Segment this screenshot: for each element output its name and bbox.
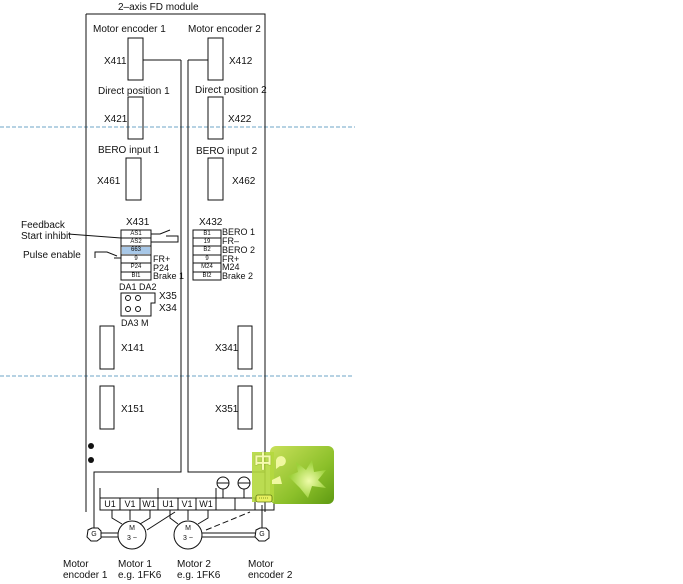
- motor1-label-line2: e.g. 1FK6: [118, 570, 162, 581]
- x432-note: BERO 2: [222, 245, 256, 255]
- x351-label: X351: [215, 404, 239, 415]
- x432-pin: BI2: [202, 273, 212, 279]
- connector-x351: [237, 385, 253, 430]
- power-terminal-u1: U1: [104, 499, 116, 509]
- x431-note: Brake 1: [153, 271, 185, 281]
- enc2-label-line2: encoder 2: [248, 570, 293, 581]
- connector-x141: [99, 325, 115, 370]
- motor1-label-line1: Motor 1: [118, 559, 152, 570]
- x421-label: X421: [104, 114, 128, 125]
- axis1-bero-label: BERO input 1: [98, 145, 160, 156]
- encoder-2-g: G: [259, 531, 265, 538]
- connector-x411: [127, 37, 144, 81]
- x432-note: M24: [222, 262, 240, 272]
- connector-x461: [125, 157, 142, 201]
- x422-label: X422: [228, 114, 252, 125]
- leaf-badge-icon: [252, 446, 334, 504]
- motor-2-phase: 3 ~: [183, 535, 193, 542]
- x431-pin: AS2: [130, 239, 142, 245]
- x431-pin: BI1: [131, 273, 141, 279]
- motor-1-phase: 3 ~: [127, 535, 137, 542]
- analog-terminal-block: [120, 292, 156, 317]
- x431-pin: 663: [130, 247, 141, 253]
- encoder-1-symbol: [86, 527, 102, 542]
- x432-label: X432: [199, 217, 223, 228]
- encoder-2-symbol: [254, 527, 270, 542]
- x432-pin: 9: [205, 256, 209, 262]
- da3-m-label: DA3 M: [121, 318, 149, 328]
- axis1-encoder-label: Motor encoder 1: [93, 24, 166, 35]
- motor-1-m: M: [129, 525, 135, 532]
- x432-pin: B1: [203, 231, 211, 237]
- x412-label: X412: [229, 56, 253, 67]
- x141-label: X141: [121, 343, 145, 354]
- x432-note: BERO 1: [222, 227, 256, 237]
- module-outline: [85, 13, 266, 512]
- connector-x151: [99, 385, 115, 430]
- x431-pin: P24: [130, 264, 142, 270]
- x35-label: X35: [159, 291, 177, 302]
- enc1-label-line2: encoder 1: [63, 570, 108, 581]
- motor-1-symbol: [117, 520, 147, 550]
- chinese-glyph-icon: 中: [254, 452, 272, 473]
- x462-label: X462: [232, 176, 256, 187]
- power-terminal-v1: V1: [124, 499, 136, 509]
- x432-pin: B2: [203, 247, 211, 253]
- connector-x421: [127, 96, 144, 140]
- x431-note: P24: [153, 263, 170, 273]
- x431-pin: AS1: [130, 231, 142, 237]
- motor-2-m: M: [185, 525, 191, 532]
- da1-da2-label: DA1 DA2: [119, 282, 157, 292]
- power-terminal-w1: W1: [142, 499, 156, 509]
- x431-note: FR+: [153, 254, 171, 264]
- axis1-direct-label: Direct position 1: [98, 86, 170, 97]
- enc2-label-line1: Motor: [248, 559, 274, 570]
- axis1-divider: [93, 60, 182, 512]
- feedback-label: Feedback: [21, 220, 65, 231]
- pin-highlight: [122, 247, 150, 254]
- connector-x422: [207, 96, 224, 140]
- power-terminal-u1: U1: [162, 499, 174, 509]
- x151-label: X151: [121, 404, 145, 415]
- x411-label: X411: [104, 56, 127, 67]
- connector-x341: [237, 325, 253, 370]
- x431-label: X431: [126, 217, 150, 228]
- motor2-label-line2: e.g. 1FK6: [177, 570, 221, 581]
- x432-note: Brake 2: [222, 271, 254, 281]
- x461-label: X461: [97, 176, 121, 187]
- connector-x462: [207, 157, 224, 201]
- diagram-title: 2–axis FD module: [118, 2, 199, 13]
- axis2-bero-label: BERO input 2: [196, 146, 258, 157]
- connector-x412: [207, 37, 224, 81]
- x34-label: X34: [159, 303, 177, 314]
- encoder-1-g: G: [91, 531, 97, 538]
- floating-translate-badge[interactable]: 中: [252, 446, 334, 504]
- power-terminal-w1: W1: [199, 499, 213, 509]
- motor-2-symbol: [173, 520, 203, 550]
- bullet-dot-1: [88, 443, 94, 449]
- x432-pin: M24: [201, 264, 213, 270]
- x341-label: X341: [215, 343, 239, 354]
- bullet-dot-2: [88, 457, 94, 463]
- enc1-label-line1: Motor: [63, 559, 89, 570]
- power-terminal-v1: V1: [181, 499, 193, 509]
- axis2-direct-label: Direct position 2: [195, 85, 267, 96]
- x432-pin: 19: [203, 239, 211, 245]
- axis2-encoder-label: Motor encoder 2: [188, 24, 261, 35]
- power-terminal-strip: [99, 497, 275, 511]
- pulse-enable-label: Pulse enable: [23, 250, 81, 261]
- start-inhibit-label: Start inhibit: [21, 231, 72, 242]
- x432-note: FR+: [222, 254, 240, 264]
- motor2-label-line1: Motor 2: [177, 559, 211, 570]
- x431-pin: 9: [134, 256, 138, 262]
- x432-note: FR–: [222, 236, 240, 246]
